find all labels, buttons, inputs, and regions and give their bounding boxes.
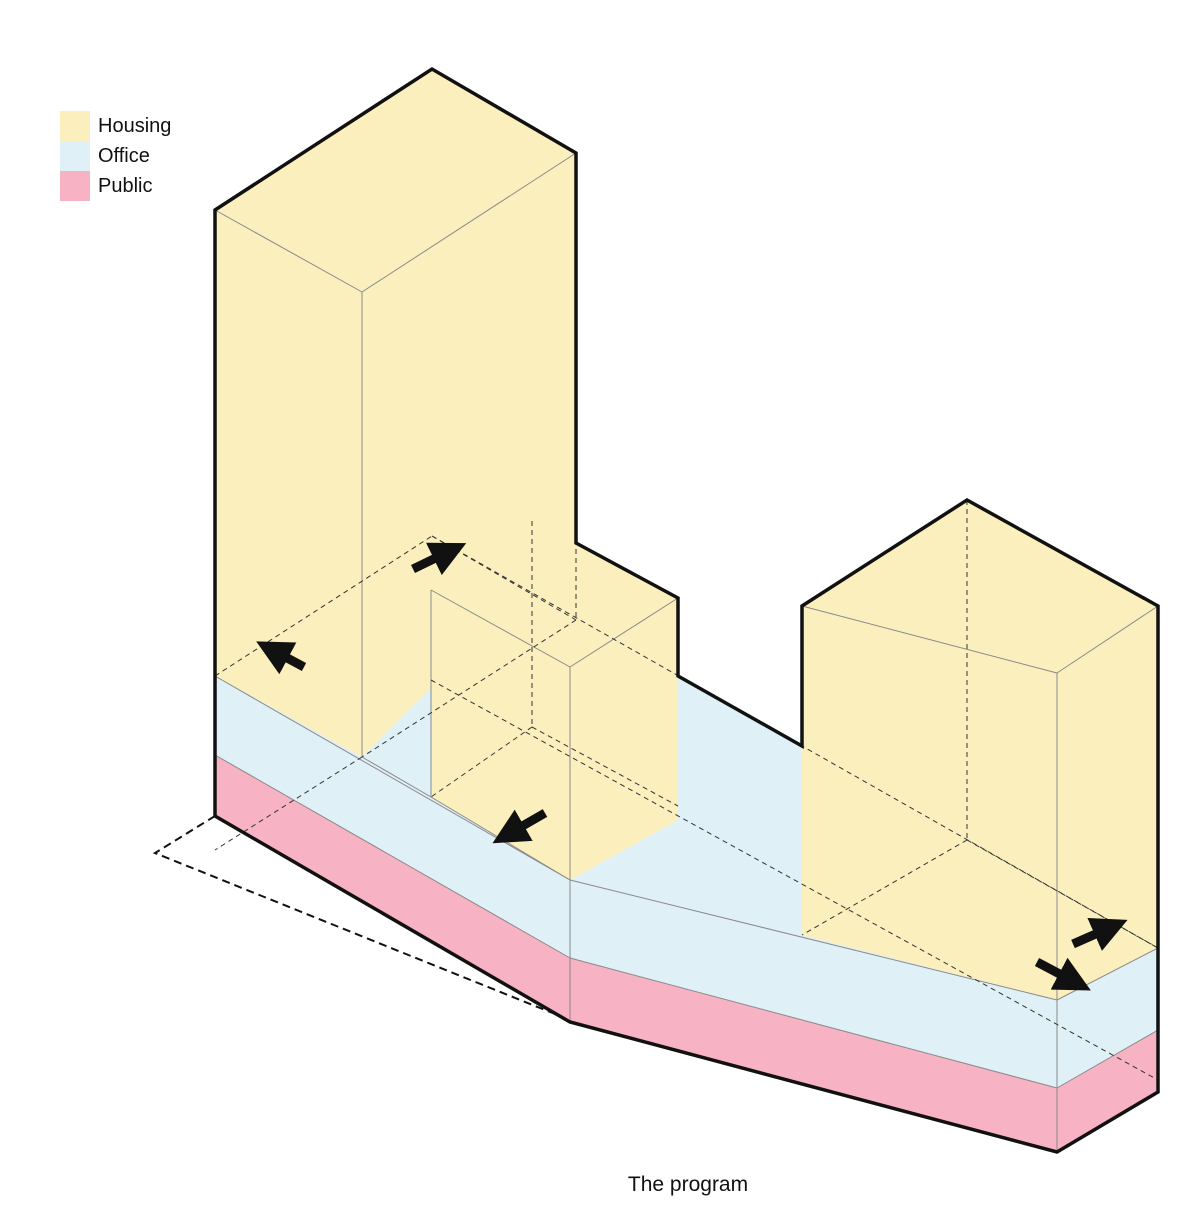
middle-tower (431, 521, 678, 880)
right-tower (802, 500, 1158, 1000)
public-face-left (215, 755, 570, 1022)
office-swatch (60, 141, 90, 171)
legend-label-public: Public (98, 175, 153, 197)
arrows (256, 542, 1128, 991)
legend: Housing Office Public (60, 111, 171, 201)
arrow-icon (492, 809, 548, 844)
legend-item-housing: Housing (60, 111, 171, 141)
inner-edges (214, 152, 1159, 1152)
housing-layer (215, 69, 1158, 1000)
public-swatch (60, 171, 90, 201)
arrow-icon (1034, 957, 1091, 991)
public-face-right (1057, 1030, 1158, 1152)
legend-item-office: Office (60, 141, 171, 171)
arrow-icon (1071, 917, 1128, 951)
arrow-icon (411, 542, 467, 576)
site-boundary (152, 815, 561, 1017)
office-face-right (1057, 948, 1158, 1088)
housing-swatch (60, 111, 90, 141)
public-layer (215, 755, 1158, 1152)
public-face-mid (570, 958, 1057, 1152)
outline (213, 66, 1160, 1154)
legend-label-office: Office (98, 145, 150, 167)
caption: The program (627, 1173, 749, 1196)
office-face-left (215, 676, 570, 958)
legend-label-housing: Housing (98, 115, 172, 137)
office-face-mid (570, 880, 1057, 1088)
legend-item-public: Public (60, 171, 171, 201)
arrow-icon (256, 641, 307, 675)
